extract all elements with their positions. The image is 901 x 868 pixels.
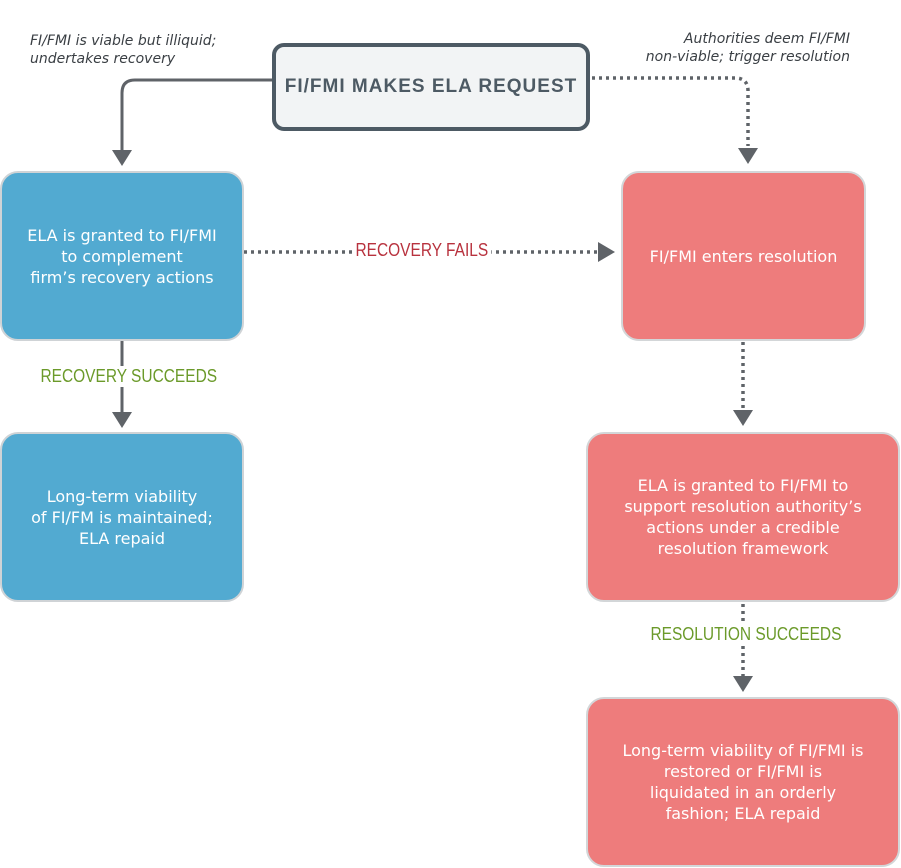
connector-to-recovery: [120, 78, 272, 150]
ela-request-label: FI/FMI MAKES ELA REQUEST: [284, 76, 578, 97]
arrowhead-resolution-succeeds: [733, 676, 753, 692]
recovery-outcome-box: Long-term viability of FI/FM is maintain…: [0, 432, 244, 602]
recovery-granted-box: ELA is granted to FI/FMI to complement f…: [0, 171, 244, 341]
recovery-succeeds-label: RECOVERY SUCCEEDS: [37, 366, 221, 387]
arrowhead-recovery-fails: [598, 242, 615, 262]
recovery-fails-label: RECOVERY FAILS: [352, 240, 492, 261]
arrowhead-to-recovery: [112, 150, 132, 166]
ela-request-box: FI/FMI MAKES ELA REQUEST: [272, 43, 590, 131]
arrowhead-resolution-enters: [733, 410, 753, 426]
connector-to-resolution: [592, 76, 750, 146]
resolution-outcome-box: Long-term viability of FI/FMI is restore…: [586, 697, 900, 867]
resolution-enters-box: FI/FMI enters resolution: [621, 171, 866, 341]
resolution-granted-box: ELA is granted to FI/FMI to support reso…: [586, 432, 900, 602]
arrowhead-to-resolution: [738, 148, 758, 164]
note-viable-illiquid: FI/FMI is viable but illiquid; undertake…: [30, 33, 217, 67]
note-non-viable: Authorities deem FI/FMI non-viable; trig…: [645, 31, 850, 65]
resolution-succeeds-label: RESOLUTION SUCCEEDS: [647, 624, 845, 645]
arrowhead-recovery-succeeds: [112, 412, 132, 428]
